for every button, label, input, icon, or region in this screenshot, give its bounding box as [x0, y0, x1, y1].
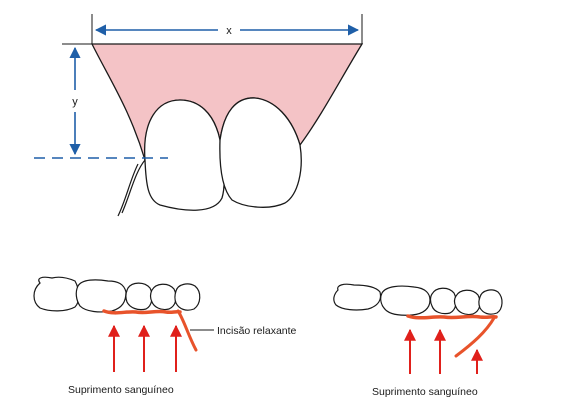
br-tooth-1 [334, 284, 381, 310]
top-flap-figure: x y [34, 14, 362, 216]
bottom-left-figure: Incisão relaxante Suprimento sanguíneo [34, 277, 297, 396]
bottom-right-figure: Suprimento sanguíneo [334, 284, 502, 398]
bl-incision-label: Incisão relaxante [217, 325, 297, 337]
bl-tooth-5 [175, 284, 200, 310]
br-tooth-3 [431, 288, 457, 313]
bl-gingival-incision [104, 311, 180, 313]
br-tooth-2 [381, 286, 430, 315]
bl-tooth-3 [126, 283, 152, 309]
bl-blood-supply-label: Suprimento sanguíneo [68, 384, 174, 396]
bl-tooth-4 [151, 284, 177, 309]
bl-tooth-2 [76, 280, 126, 312]
br-tooth-4 [455, 290, 481, 314]
br-relaxing-incision [456, 318, 494, 356]
br-blood-supply-label: Suprimento sanguíneo [372, 386, 478, 398]
bl-tooth-1 [34, 277, 79, 311]
width-label: x [226, 25, 232, 37]
br-tooth-5 [479, 290, 502, 314]
adjacent-tooth-outline [118, 160, 145, 216]
br-gingival-incision [408, 316, 496, 318]
height-label: y [72, 96, 78, 108]
